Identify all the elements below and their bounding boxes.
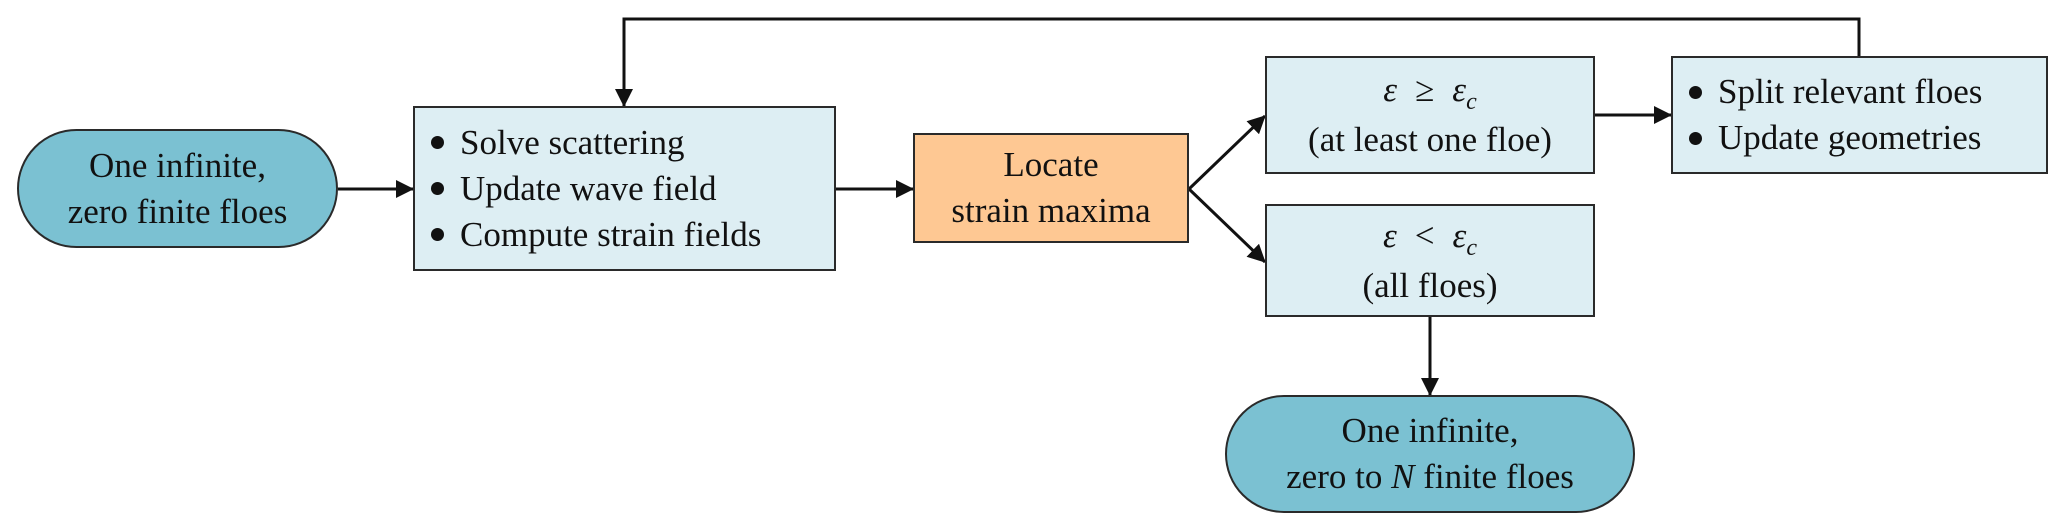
start-line2: zero finite floes: [67, 191, 288, 231]
process-step-update: Update wave field: [460, 168, 717, 208]
start-terminal: One infinite, zero finite floes: [17, 129, 338, 248]
process-box: Solve scattering Update wave field Compu…: [413, 106, 836, 271]
process-step-solve: Solve scattering: [460, 122, 685, 162]
process-bullet: Compute strain fields: [431, 212, 761, 258]
condition-nobreak-box: ε<εc (all floes): [1265, 204, 1595, 317]
formula-lhs: ε: [1383, 215, 1397, 255]
bullet-icon: [1689, 85, 1702, 99]
end-line2: zero to N finite floes: [1286, 454, 1574, 500]
end-line2-pre: zero to: [1286, 457, 1392, 496]
end-terminal: One infinite, zero to N finite floes: [1225, 395, 1635, 513]
split-box: Split relevant floes Update geometries: [1671, 56, 2048, 174]
locate-box: Locate strain maxima: [913, 133, 1189, 243]
bullet-icon: [431, 136, 444, 149]
formula-lhs: ε: [1383, 70, 1398, 109]
process-step-compute: Compute strain fields: [460, 214, 762, 254]
condition-nobreak-formula: ε<εc: [1383, 213, 1477, 263]
formula-rhs: ε: [1452, 215, 1467, 255]
process-bullet: Update wave field: [431, 166, 717, 212]
locate-line2: strain maxima: [951, 191, 1151, 230]
bullet-icon: [431, 182, 444, 195]
edge-split-feedback-to-process: [615, 17, 1861, 107]
split-step-update: Update geometries: [1718, 118, 1982, 157]
end-line1: One infinite,: [1341, 411, 1519, 450]
condition-break-caption: (at least one floe): [1308, 120, 1552, 159]
formula-subscript: c: [1466, 89, 1477, 115]
end-line2-var: N: [1391, 457, 1415, 496]
bullet-icon: [1689, 131, 1702, 145]
edge-locate-to-cond-nobreak: [1187, 187, 1267, 264]
end-line2-post: finite floes: [1414, 457, 1574, 496]
formula-relation: ≥: [1415, 70, 1435, 109]
split-step-split: Split relevant floes: [1718, 72, 1983, 111]
condition-break-box: ε≥εc (at least one floe): [1265, 56, 1595, 174]
split-bullet: Update geometries: [1689, 115, 1981, 161]
start-line1: One infinite,: [89, 145, 266, 185]
condition-nobreak-caption: (all floes): [1362, 265, 1498, 305]
formula-relation: <: [1414, 215, 1435, 255]
split-bullet: Split relevant floes: [1689, 69, 1982, 115]
formula-subscript: c: [1466, 234, 1477, 261]
bullet-icon: [431, 228, 444, 241]
formula-rhs: ε: [1452, 70, 1467, 109]
process-bullet: Solve scattering: [431, 120, 685, 166]
edge-locate-to-cond-break: [1187, 114, 1267, 191]
condition-break-formula: ε≥εc: [1383, 67, 1476, 117]
locate-line1: Locate: [1003, 145, 1099, 184]
